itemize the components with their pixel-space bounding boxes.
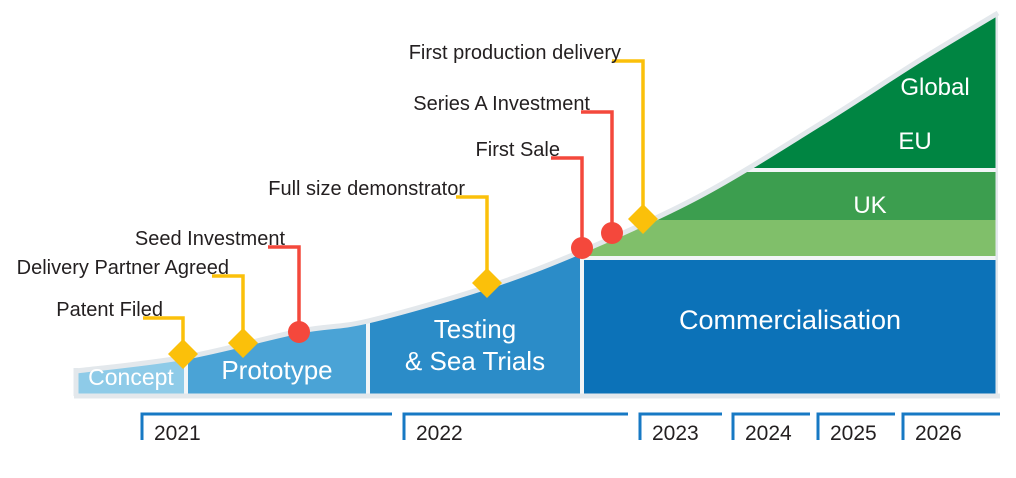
year-label: 2025 [830, 422, 877, 445]
year-label: 2024 [745, 422, 792, 445]
milestone-markers [168, 204, 658, 369]
milestone-label-delivery-partner-agreed: Delivery Partner Agreed [16, 257, 229, 279]
milestone-label-series-a-investment: Series A Investment [413, 93, 590, 115]
milestone-marker-first-sale[interactable] [571, 237, 593, 259]
leader-seed-investment [268, 245, 301, 332]
milestone-marker-patent-filed[interactable] [168, 339, 198, 369]
milestone-label-seed-investment: Seed Investment [134, 228, 285, 250]
market-label-uk: UK [853, 192, 887, 219]
market-label-eu: EU [898, 128, 932, 155]
phase-label-concept: Concept [88, 364, 174, 390]
year-bracket [638, 412, 722, 440]
phase-label-prototype: Prototype [221, 355, 333, 385]
year-label: 2026 [915, 422, 962, 445]
year-label: 2023 [652, 422, 699, 445]
year-bracket [731, 412, 810, 440]
phase-label-commercialisation: Commercialisation [678, 305, 902, 335]
phase-label-testing-sea-trials: Testing & Sea Trials [368, 313, 582, 377]
leader-first-sale [551, 156, 584, 248]
leader-full-size-demonstrator [456, 195, 489, 283]
milestone-label-patent-filed: Patent Filed [56, 299, 163, 321]
phase-label-testing-line2: & Sea Trials [404, 346, 546, 376]
phase-area-commercialisation-block [582, 258, 998, 396]
milestone-marker-seed-investment[interactable] [288, 321, 310, 343]
year-label: 2021 [154, 422, 201, 445]
milestone-label-full-size-demonstrator: Full size demonstrator [268, 178, 465, 200]
leader-delivery-partner-agreed [212, 274, 245, 343]
year-label: 2022 [416, 422, 463, 445]
year-bracket [140, 412, 392, 440]
leader-lines [143, 59, 645, 354]
milestone-marker-series-a-investment[interactable] [601, 222, 623, 244]
leader-series-a-investment [581, 110, 614, 233]
year-bracket [901, 412, 1000, 440]
year-bracket [816, 412, 895, 440]
milestone-label-first-sale: First Sale [475, 139, 560, 161]
milestone-marker-full-size-demonstrator[interactable] [472, 268, 502, 298]
milestone-label-first-production-delivery: First production delivery [408, 42, 621, 64]
phase-label-testing-line1: Testing [433, 314, 517, 344]
leader-first-production-delivery [612, 59, 645, 219]
milestone-marker-delivery-partner-agreed[interactable] [228, 328, 258, 358]
year-axis [140, 412, 1000, 440]
milestone-marker-first-production-delivery[interactable] [628, 204, 658, 234]
year-bracket [402, 412, 628, 440]
market-label-global: Global [900, 74, 970, 101]
